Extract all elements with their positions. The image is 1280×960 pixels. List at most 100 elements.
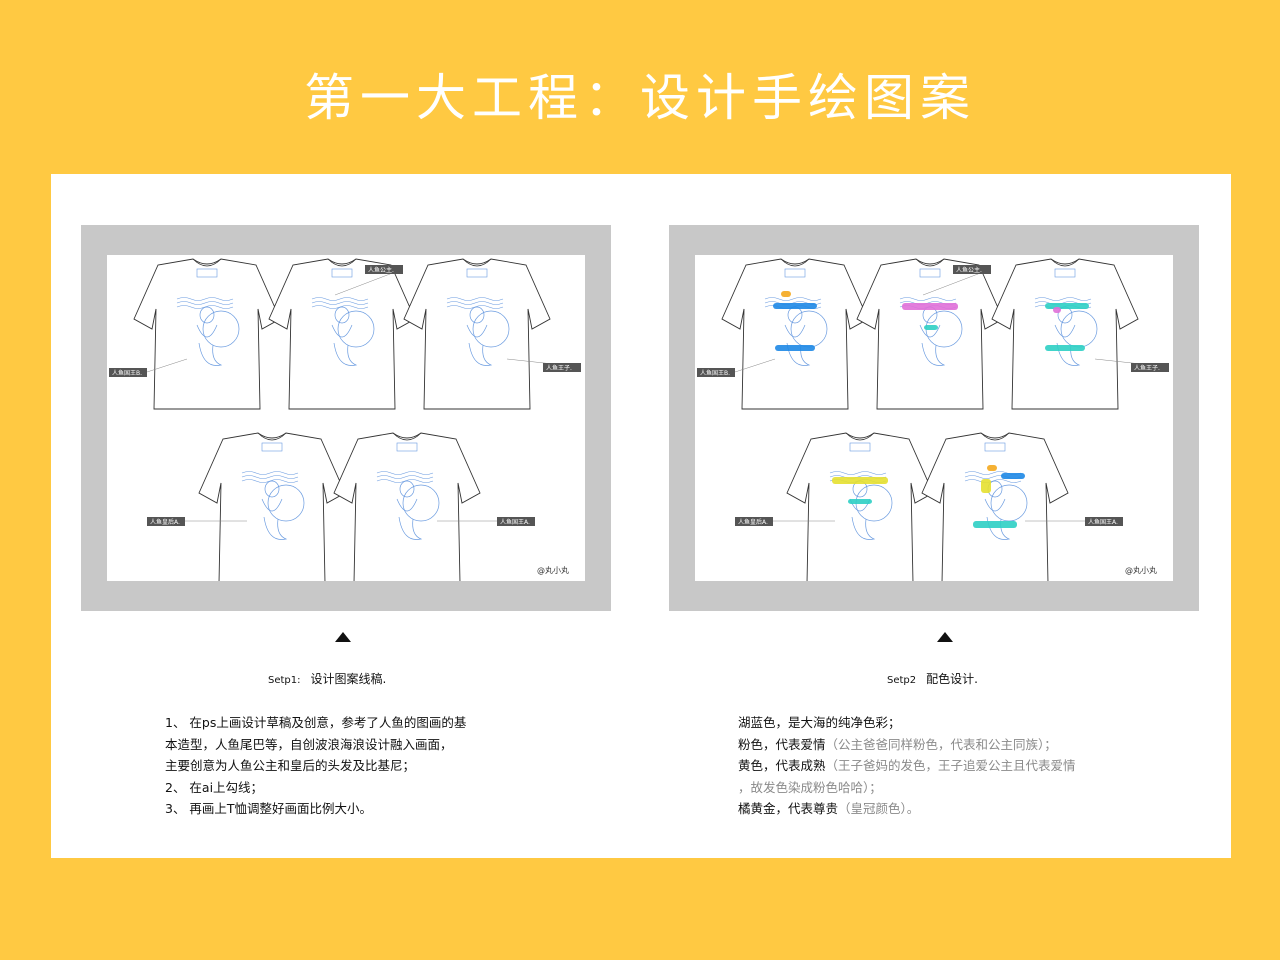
wave-line (241, 479, 299, 483)
shirt-logo (784, 268, 806, 278)
tshirt-king-a (921, 432, 1069, 581)
wave-line (176, 297, 234, 301)
mermaid-head (399, 480, 415, 498)
character-label-tag: 人鱼公主. (334, 265, 404, 296)
step1-note-line: 主要创意为人鱼公主和皇后的头发及比基尼； (165, 758, 416, 773)
color-fill (773, 303, 817, 309)
mermaid-tail (263, 516, 288, 540)
mermaid-tail (468, 342, 493, 366)
color-fill (848, 499, 872, 504)
tshirt-queen (198, 432, 346, 581)
color-fill (1053, 307, 1061, 313)
svg-text:人鱼国王A.: 人鱼国王A. (1088, 518, 1118, 526)
up-arrow-icon (937, 632, 953, 642)
step2-caption-text: 配色设计. (926, 672, 978, 686)
color-fill (1001, 473, 1025, 479)
wave-line (964, 479, 1022, 483)
step1-note-line: 2、 在ai上勾线； (165, 779, 264, 795)
shirt-logo (396, 442, 418, 452)
step2-number: Setp2 (887, 675, 917, 686)
wave-line (176, 301, 234, 305)
moon-shape (472, 310, 510, 348)
mermaid-tail (786, 342, 811, 366)
mermaid-tail (198, 342, 223, 366)
wave-line (176, 305, 234, 309)
tshirt-prince (991, 258, 1139, 410)
step1-number: Setp1: (268, 675, 301, 686)
character-label-tag: 人鱼皇后A. (735, 517, 835, 526)
mermaid-tail (333, 342, 358, 366)
artist-signature: @丸小丸 (537, 565, 569, 575)
shirt-logo (466, 268, 488, 278)
wave-line (829, 471, 887, 475)
mermaid-body (919, 324, 941, 338)
step1-tshirt-illustration: 人鱼国王B. 人鱼公主. 人鱼王子. 人鱼皇后A. 人鱼国王A. @丸小丸 (109, 258, 582, 581)
mermaid-tail (921, 342, 946, 366)
wave-line (764, 297, 822, 301)
mermaid-body (784, 324, 806, 338)
step2-note-line: 黄色，代表成熟（王子爸妈的发色，王子追爱公主且代表爱情 (738, 758, 1076, 773)
wave-line (311, 297, 369, 301)
svg-text:人鱼皇后A.: 人鱼皇后A. (150, 518, 180, 526)
step2-note-line: 橘黄金，代表尊贵（皇冠颜色）。 (738, 801, 920, 816)
color-fill (981, 479, 991, 493)
artist-signature: @丸小丸 (1125, 565, 1157, 575)
wave-line (376, 471, 434, 475)
color-fill (924, 325, 938, 330)
character-label-tag: 人鱼王子. (1094, 358, 1170, 372)
step2-color-image: 人鱼国王B. 人鱼公主. 人鱼王子. 人鱼皇后A. 人鱼国王A. @丸小丸 (695, 255, 1173, 581)
tshirt-princess (856, 258, 1004, 410)
character-label-tag: 人鱼公主. (922, 265, 992, 296)
mermaid-body (984, 498, 1006, 512)
tshirt-king-a (333, 432, 481, 581)
character-label-tag: 人鱼国王B. (697, 358, 776, 377)
step2-notes: 湖蓝色，是大海的纯净色彩； 粉色，代表爱情（公主爸爸同样粉色，代表和公主同族）；… (738, 712, 1076, 820)
step1-note-line: 1、 在ps上画设计草稿及创意，参考了人鱼的图画的基 (165, 715, 467, 730)
step1-note-line: 3、 再画上T恤调整好画面比例大小。 (165, 801, 373, 816)
wave-line (376, 475, 434, 479)
page-title: 第一大工程：设计手绘图案 (304, 69, 976, 127)
wave-line (311, 305, 369, 309)
wave-line (899, 297, 957, 301)
shirt-logo (261, 442, 283, 452)
tshirt-king-b (721, 258, 869, 410)
mermaid-body (261, 498, 283, 512)
wave-line (241, 471, 299, 475)
mermaid-body (396, 498, 418, 512)
color-fill (902, 303, 958, 310)
moon-shape (337, 310, 375, 348)
mermaid-body (466, 324, 488, 338)
character-label-tag: 人鱼王子. (506, 358, 582, 372)
svg-text:人鱼王子.: 人鱼王子. (1134, 364, 1160, 372)
step2-caption: Setp2 配色设计. (887, 670, 978, 687)
svg-text:人鱼王子.: 人鱼王子. (546, 364, 572, 372)
mermaid-tail (1056, 342, 1081, 366)
shirt-logo (984, 442, 1006, 452)
mermaid-head (199, 306, 215, 324)
svg-text:人鱼国王A.: 人鱼国王A. (500, 518, 530, 526)
color-fill (781, 291, 791, 297)
mermaid-tail (851, 516, 876, 540)
mermaid-body (196, 324, 218, 338)
step1-caption: Setp1:设计图案线稿. (268, 670, 386, 687)
color-fill (1045, 303, 1089, 309)
tshirt-prince (403, 258, 551, 410)
wave-line (311, 301, 369, 305)
step2-note-line: ，故发色染成粉色哈哈）； (738, 779, 882, 795)
character-label-tag: 人鱼国王B. (109, 358, 188, 377)
content-card: 人鱼国王B.人鱼公主.人鱼王子.人鱼皇后A.人鱼国王A.@丸小丸 人鱼国王B.人… (51, 174, 1231, 858)
svg-text:人鱼国王B.: 人鱼国王B. (700, 369, 730, 377)
step1-image-frame: 人鱼国王B. 人鱼公主. 人鱼王子. 人鱼皇后A. 人鱼国王A. @丸小丸 (81, 225, 611, 611)
color-fill (987, 465, 997, 471)
shirt-logo (1054, 268, 1076, 278)
color-fill (775, 345, 815, 351)
svg-text:人鱼公主.: 人鱼公主. (368, 266, 394, 274)
moon-shape (267, 484, 305, 522)
mermaid-head (264, 480, 280, 498)
wave-line (446, 301, 504, 305)
wave-line (241, 475, 299, 479)
wave-line (1034, 297, 1092, 301)
mermaid-tail (398, 516, 423, 540)
svg-text:人鱼皇后A.: 人鱼皇后A. (738, 518, 768, 526)
step2-note-line: 粉色，代表爱情（公主爸爸同样粉色，代表和公主同族）； (738, 736, 1057, 752)
